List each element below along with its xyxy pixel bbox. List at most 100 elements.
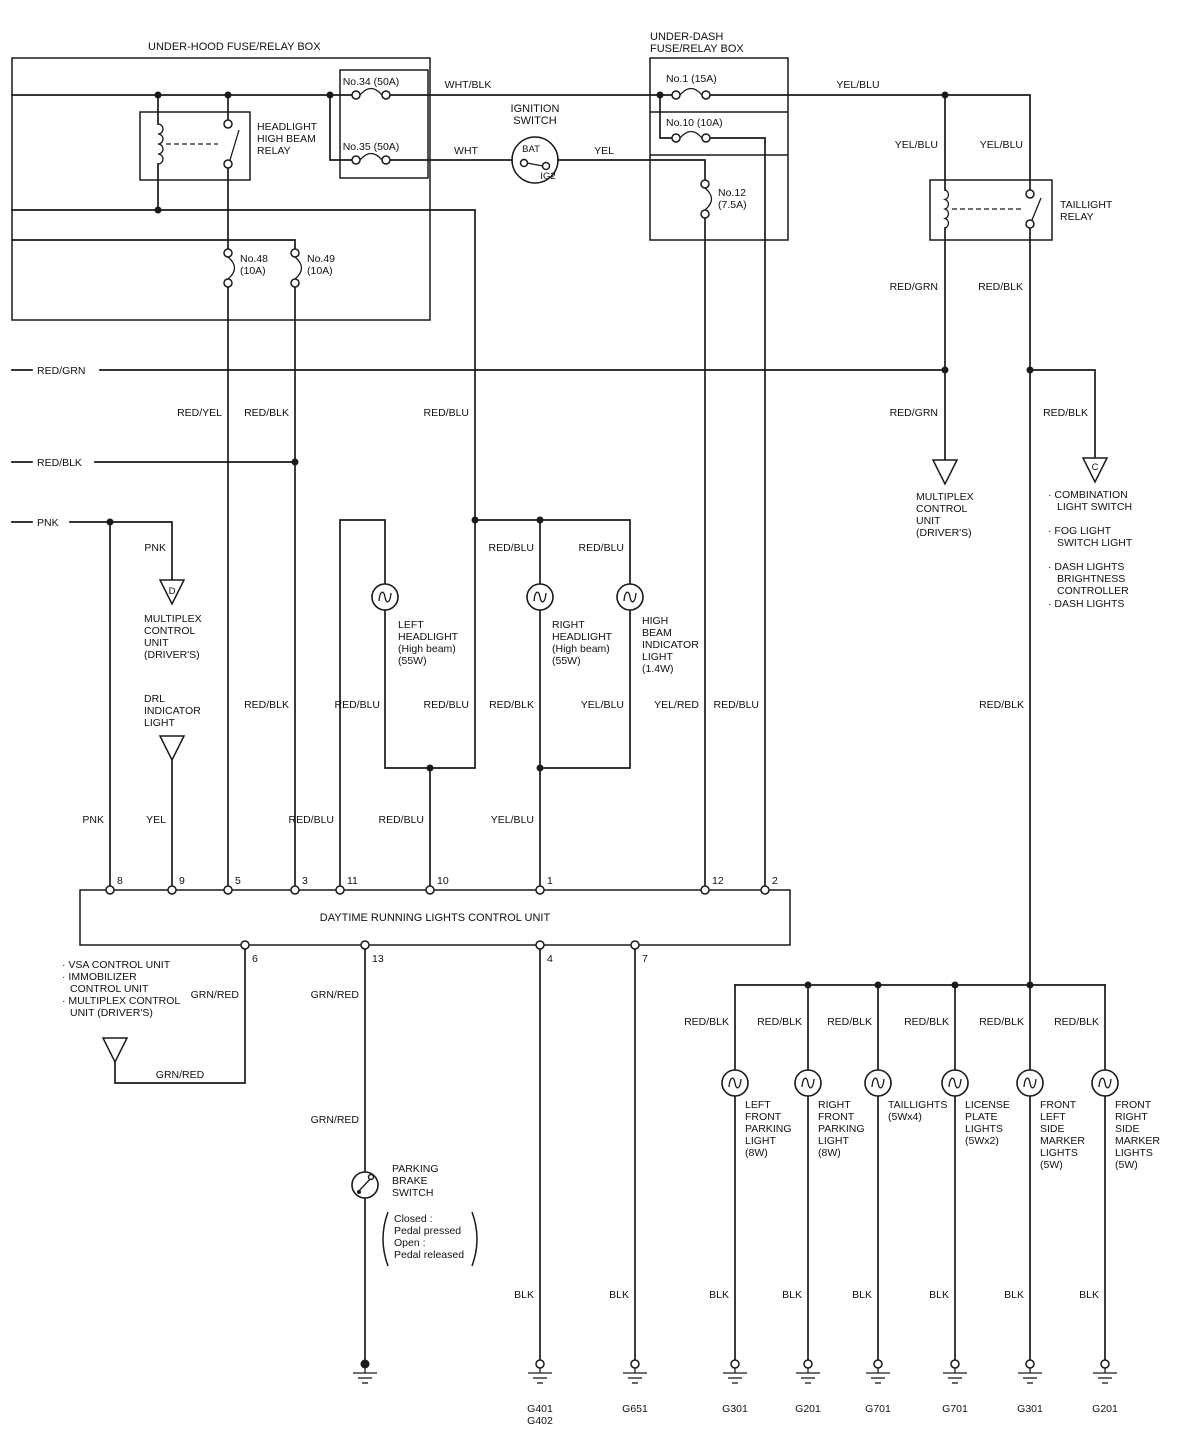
- fuse-label: No.12: [718, 187, 746, 199]
- wire-label: RED/BLU: [578, 542, 624, 554]
- component-label: SWITCH: [513, 115, 556, 127]
- fuse-10-symbol: [671, 130, 711, 143]
- ground-code: G301: [722, 1403, 748, 1415]
- component-label: LEFT: [745, 1099, 771, 1111]
- box-title: FUSE/RELAY BOX: [650, 43, 744, 55]
- component-label: MULTIPLEX: [916, 491, 974, 503]
- component-label: (55W): [552, 655, 581, 667]
- wire-label: RED/BLK: [978, 281, 1023, 293]
- wire-label: RED/BLU: [288, 814, 334, 826]
- fuse-35-symbol: [351, 152, 391, 165]
- fuse-49-symbol: [290, 248, 303, 288]
- ground-code: G701: [865, 1403, 891, 1415]
- ground-code: G201: [1092, 1403, 1118, 1415]
- component-label: LIGHT: [642, 651, 674, 663]
- wire-label: GRN/RED: [156, 1069, 205, 1081]
- component-label: HEADLIGHT: [552, 631, 613, 643]
- drl-control-unit-box: [79, 889, 791, 946]
- pin-number: 2: [772, 875, 778, 887]
- wire-label: RED/BLK: [244, 407, 289, 419]
- ground-code: G651: [622, 1403, 648, 1415]
- relay-label: HIGH BEAM: [257, 133, 316, 145]
- pin-number: 5: [235, 875, 241, 887]
- component-label: (1.4W): [642, 663, 674, 675]
- component-label: DRL: [144, 693, 165, 705]
- component-label: (5Wx2): [965, 1135, 999, 1147]
- wire-label: RED/BLU: [378, 814, 424, 826]
- connector-triangle-c: [1081, 457, 1109, 484]
- bullet-item: BRIGHTNESS: [1057, 573, 1125, 585]
- connector-triangle-drl-indicator: [158, 735, 186, 762]
- component-label: SIDE: [1115, 1123, 1140, 1135]
- component-label: INDICATOR: [642, 639, 699, 651]
- component-label: BRAKE: [392, 1175, 428, 1187]
- wire-label: RED/BLK: [757, 1016, 802, 1028]
- terminal-label: IG2: [540, 171, 555, 182]
- fuse-label: (7.5A): [718, 199, 747, 211]
- box-title: UNDER-DASH: [650, 31, 723, 43]
- component-label: FRONT: [745, 1111, 782, 1123]
- component-label: (High beam): [398, 643, 456, 655]
- fuse-12-symbol: [700, 179, 713, 219]
- wire-label: RED/BLK: [979, 699, 1024, 711]
- wire-label: BLK: [514, 1289, 534, 1301]
- fuse-label: No.48: [240, 253, 268, 265]
- wire-label: RED/YEL: [177, 407, 222, 419]
- component-label: (5W): [1115, 1159, 1138, 1171]
- wire-label: WHT: [454, 145, 478, 157]
- right-front-parking-bulb: [794, 1069, 822, 1097]
- bullet-item: · DASH LIGHTS: [1048, 561, 1124, 573]
- wire-label: YEL: [594, 145, 614, 157]
- bullet-item: UNIT (DRIVER'S): [70, 1007, 153, 1019]
- wire-label: BLK: [709, 1289, 729, 1301]
- wire-label: RED/BLU: [713, 699, 759, 711]
- under-dash-fuse-box: [649, 57, 789, 241]
- pin-number: 7: [642, 953, 648, 965]
- component-label: FRONT: [1115, 1099, 1152, 1111]
- component-label: MULTIPLEX: [144, 613, 202, 625]
- wire-label: YEL/BLU: [836, 79, 879, 91]
- wire-label: WHT/BLK: [445, 79, 492, 91]
- component-label: IGNITION: [511, 103, 560, 115]
- component-label: SWITCH: [392, 1187, 433, 1199]
- ground-code: G301: [1017, 1403, 1043, 1415]
- wire-label: RED/BLU: [423, 407, 469, 419]
- component-label: (8W): [745, 1147, 768, 1159]
- connector-triangle-multiplex: [931, 459, 959, 486]
- component-label: (DRIVER'S): [144, 649, 200, 661]
- component-label: LIGHT: [745, 1135, 777, 1147]
- component-label: LIGHTS: [965, 1123, 1003, 1135]
- box-title: UNDER-HOOD FUSE/RELAY BOX: [148, 41, 321, 53]
- taillights-bulb: [864, 1069, 892, 1097]
- wire-label: BLK: [609, 1289, 629, 1301]
- component-label: FRONT: [1040, 1099, 1077, 1111]
- wire-label: PNK: [144, 542, 166, 554]
- component-label: TAILLIGHTS: [888, 1099, 947, 1111]
- component-label: (55W): [398, 655, 427, 667]
- component-label: LICENSE: [965, 1099, 1010, 1111]
- component-label: CONTROL: [144, 625, 195, 637]
- ground-code: G701: [942, 1403, 968, 1415]
- wires: [11, 94, 1106, 1361]
- pin-number: 8: [117, 875, 123, 887]
- wire-label: YEL/BLU: [980, 139, 1023, 151]
- wire-label: GRN/RED: [191, 989, 240, 1001]
- ground-code: G201: [795, 1403, 821, 1415]
- fuse-48-symbol: [223, 248, 236, 288]
- wire-label: RED/BLK: [904, 1016, 949, 1028]
- component-label: LIGHTS: [1115, 1147, 1153, 1159]
- fuse-1-symbol: [671, 87, 711, 100]
- component-label: PARKING: [392, 1163, 438, 1175]
- taillight-relay-box: [929, 179, 1053, 241]
- wire-label: RED/BLU: [488, 542, 534, 554]
- component-label: LIGHTS: [1040, 1147, 1078, 1159]
- ground-symbol-1: [722, 1359, 748, 1384]
- box-title: DAYTIME RUNNING LIGHTS CONTROL UNIT: [320, 912, 551, 924]
- component-label: (8W): [818, 1147, 841, 1159]
- wire-label: PNK: [82, 814, 104, 826]
- relay-label: TAILLIGHT: [1060, 199, 1113, 211]
- component-label: PARKING: [818, 1123, 864, 1135]
- terminal-label: BAT: [522, 144, 540, 155]
